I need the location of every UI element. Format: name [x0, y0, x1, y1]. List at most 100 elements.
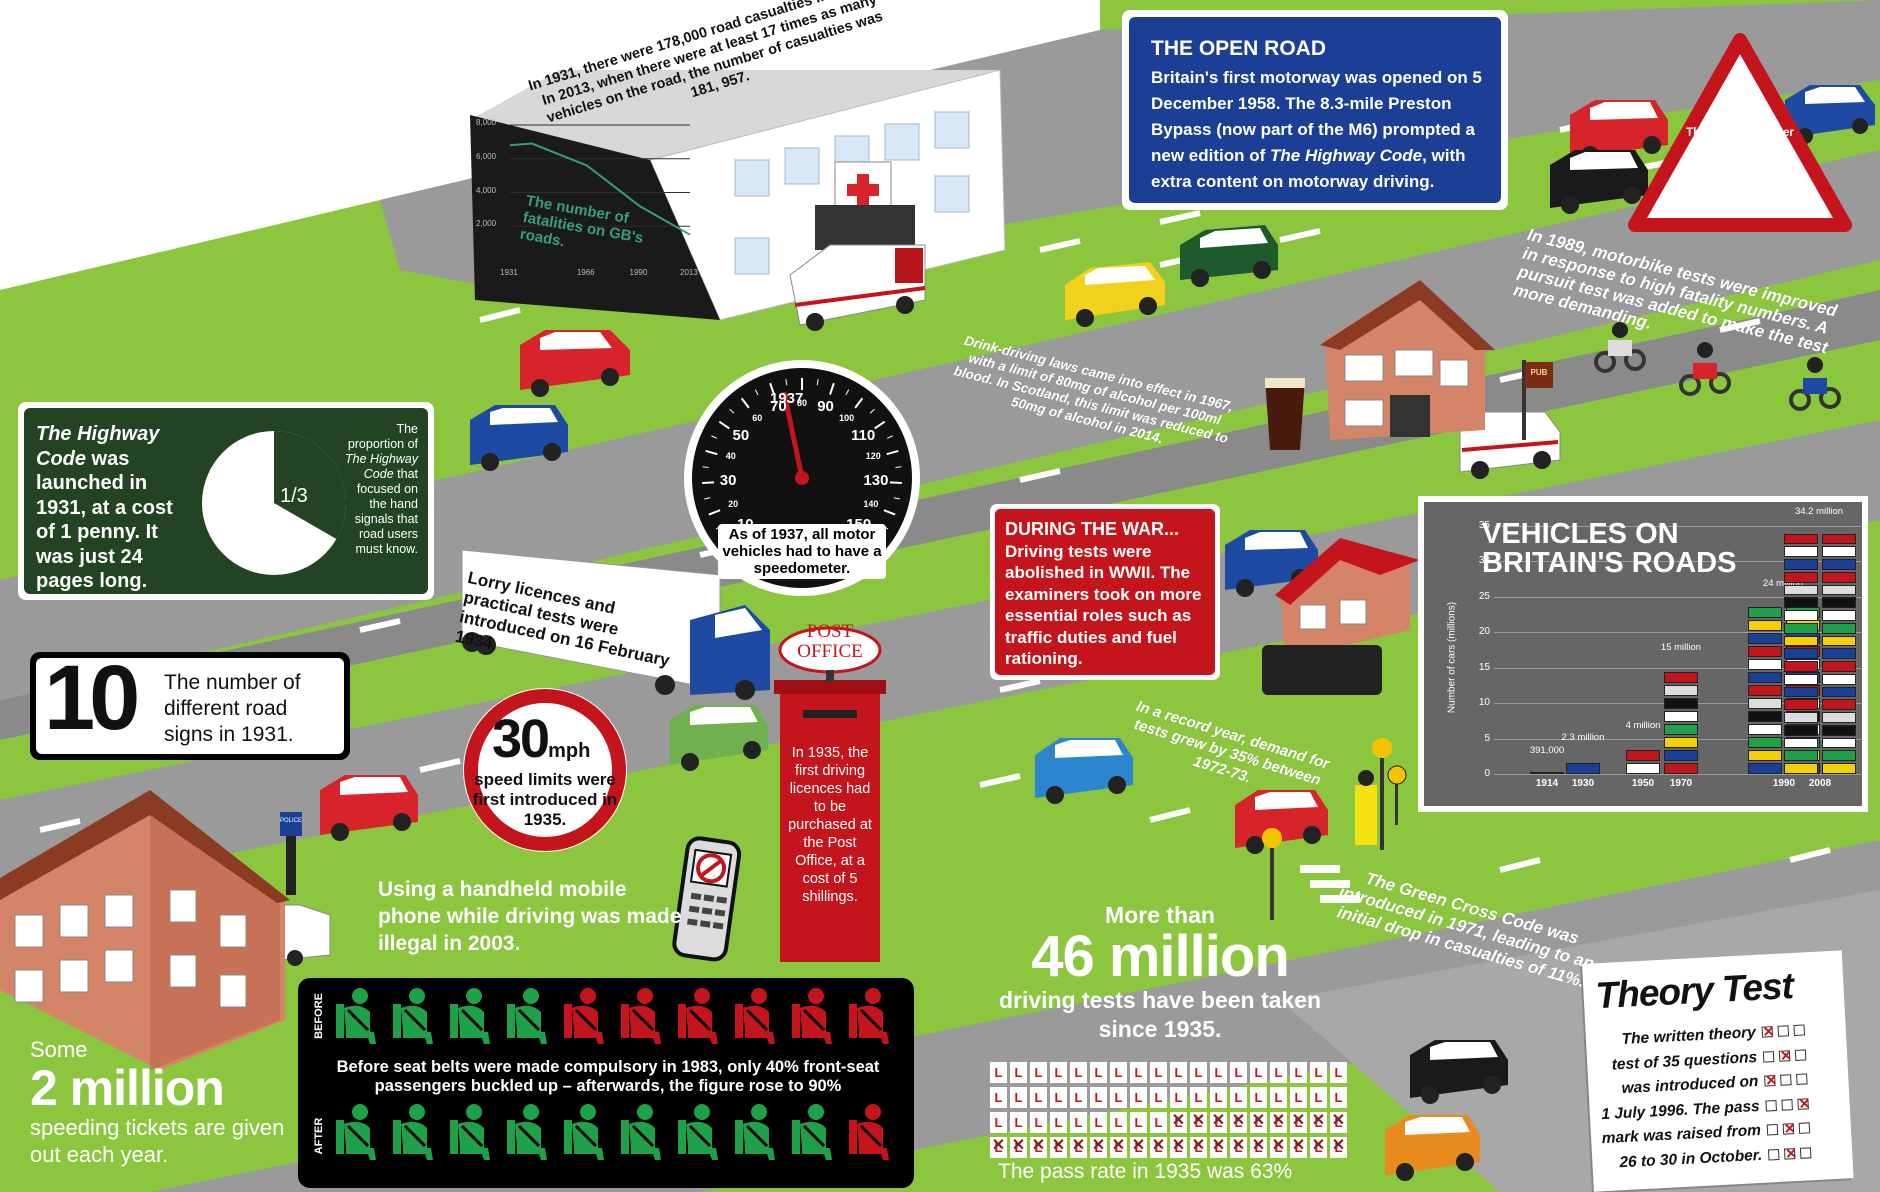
learner-plate-icon: L — [1330, 1062, 1347, 1083]
car-icon — [1784, 571, 1818, 583]
learner-plate-icon: L — [1270, 1062, 1287, 1083]
fatality-chart — [509, 124, 691, 236]
learner-plate-icon: L — [1070, 1062, 1087, 1083]
checkbox-icon: ✕ — [1778, 1046, 1793, 1064]
failed-cross-icon: ✕ — [1311, 1112, 1326, 1129]
learner-plate-icon: L✕ — [1250, 1112, 1267, 1133]
speeding-stat: Some 2 million speeding tickets are give… — [30, 1037, 285, 1168]
speedometer-number: 40 — [725, 451, 736, 462]
vehicles-y-tick: 15 — [1478, 661, 1490, 673]
car-icon — [1822, 584, 1856, 596]
fatality-y-tick: 2,000 — [476, 219, 497, 229]
learner-plate-icon: L — [1290, 1062, 1307, 1083]
vehicles-y-tick: 30 — [1478, 555, 1490, 567]
speedometer-tick — [718, 420, 730, 430]
car-icon — [1566, 762, 1600, 774]
failed-cross-icon: ✕ — [1251, 1137, 1266, 1154]
buckled-passenger-icon — [678, 1104, 718, 1160]
car-icon — [1784, 763, 1818, 774]
vehicles-gridline — [1494, 632, 1864, 634]
open-road-box: THE OPEN ROAD Britain's first motorway w… — [1122, 10, 1508, 210]
learner-plate-icon: L — [990, 1087, 1007, 1108]
unbuckled-passenger-icon — [678, 988, 718, 1044]
car-icon — [1822, 571, 1856, 583]
car-icon — [1664, 697, 1698, 709]
speedometer-number: 120 — [865, 451, 881, 462]
car-icon — [1784, 635, 1818, 647]
speedometer-tick — [895, 466, 902, 468]
war-box: DURING THE WAR... Driving tests were abo… — [990, 504, 1220, 680]
car-icon — [1784, 584, 1818, 596]
learner-plate-icon: L — [1030, 1062, 1047, 1083]
highway-code-box: The Highway Code was launched in 1931, a… — [18, 402, 434, 600]
pie-slice-hand-signals — [274, 431, 347, 539]
car-icon — [1784, 559, 1818, 570]
speedometer-year: 1937 — [770, 390, 804, 407]
car-icon — [1784, 737, 1818, 749]
vehicles-x-tick: 1950 — [1631, 778, 1655, 789]
speed-limit-sign — [463, 688, 627, 852]
learner-plate-icon: L✕ — [1250, 1137, 1267, 1158]
speedometer-tick — [705, 449, 718, 456]
learner-plate-icon: L✕ — [1210, 1137, 1227, 1158]
belisha-beacons — [1262, 738, 1392, 920]
learner-plate-icon: L — [1270, 1087, 1287, 1108]
buckled-passenger-icon — [507, 1104, 547, 1160]
checkbox-icon — [1766, 1123, 1779, 1136]
vehicles-value-label: 391,000 — [1529, 745, 1565, 757]
mobile-phone-icon — [672, 836, 742, 962]
unbuckled-passenger-icon — [564, 988, 604, 1044]
car-icon — [1822, 648, 1856, 660]
learner-plate-icon: L — [1010, 1112, 1027, 1133]
speedometer-tick — [704, 497, 711, 500]
car-icon — [1822, 610, 1856, 621]
red-house — [1275, 538, 1420, 660]
brick-building — [0, 790, 290, 1070]
learner-plate-icon: L — [1230, 1062, 1247, 1083]
learner-plate-icon: L✕ — [1310, 1112, 1327, 1133]
learner-plate-icon: L — [1090, 1087, 1107, 1108]
post-box — [774, 626, 886, 962]
checkbox-icon — [1796, 1073, 1808, 1085]
buckled-passenger-icon — [735, 1104, 775, 1160]
buckled-passenger-icon — [450, 988, 490, 1044]
speedometer-tick — [711, 435, 718, 439]
failed-cross-icon: ✕ — [1031, 1137, 1046, 1154]
car-icon — [1822, 661, 1856, 672]
failed-cross-icon: ✕ — [1131, 1137, 1146, 1154]
buckled-passenger-icon — [450, 1104, 490, 1160]
checkbox-icon: ✕ — [1783, 1144, 1798, 1162]
car-icon — [1748, 619, 1782, 631]
vehicles-value-label: 34.2 million — [1794, 505, 1844, 517]
learner-plate-icon: L✕ — [1190, 1112, 1207, 1133]
speedometer-caption: As of 1937, all motor vehicles had to ha… — [718, 524, 886, 579]
learner-plate-icon: L — [1230, 1087, 1247, 1108]
failed-cross-icon: ✕ — [1231, 1112, 1246, 1129]
learner-plate-icon: L — [1310, 1062, 1327, 1083]
seatbelt-text: Before seat belts were made compulsory i… — [336, 1058, 880, 1095]
car-icon — [1784, 533, 1818, 545]
car-red-4 — [1235, 790, 1328, 854]
speedometer-number: 80 — [796, 397, 807, 408]
car-icon — [1748, 684, 1782, 696]
failed-cross-icon: ✕ — [1011, 1137, 1026, 1154]
hand-signals-pie — [202, 431, 347, 575]
car-icon — [1822, 750, 1856, 762]
learner-plate-icon: L — [1130, 1062, 1147, 1083]
learner-plate-icon: L — [1170, 1062, 1187, 1083]
speedometer-tick — [785, 379, 788, 386]
failed-cross-icon: ✕ — [1171, 1137, 1186, 1154]
speedometer-tick — [829, 382, 835, 395]
crowd — [1262, 645, 1382, 695]
learner-plate-icon: L✕ — [1170, 1137, 1187, 1158]
buckled-passenger-icon — [564, 1104, 604, 1160]
car-icon — [1664, 723, 1698, 735]
open-road-body: Britain's first motorway was opened on 5… — [1151, 68, 1482, 191]
car-icon — [1822, 533, 1856, 545]
checkbox-icon: ✕ — [1782, 1120, 1797, 1137]
vehicles-bar — [1664, 668, 1698, 774]
failed-cross-icon: ✕ — [1071, 1137, 1086, 1154]
unbuckled-passenger-icon — [849, 1104, 889, 1160]
